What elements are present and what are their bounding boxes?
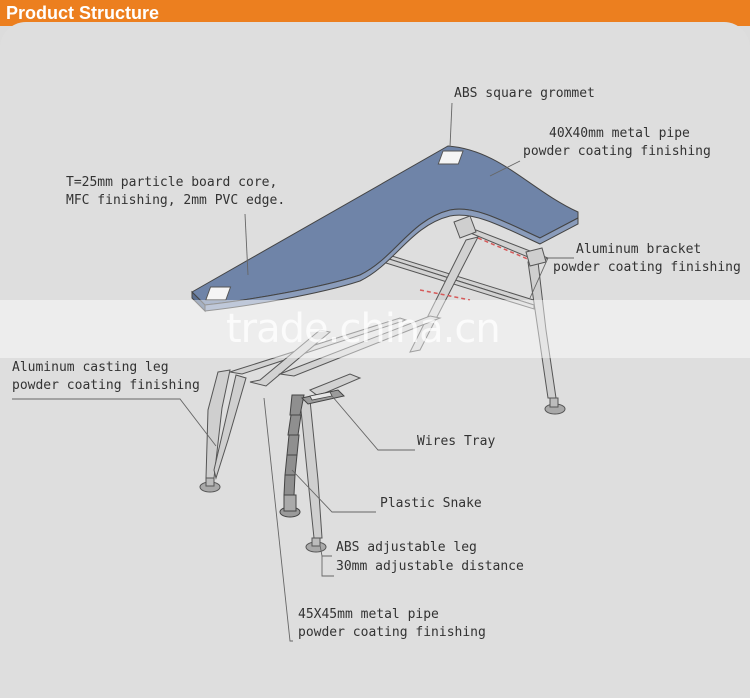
label-leg-line1: Aluminum casting leg bbox=[12, 360, 169, 375]
watermark-text: trade.china.cn bbox=[226, 306, 501, 352]
leader-lines bbox=[12, 102, 574, 642]
center-guide-line bbox=[419, 289, 471, 301]
label-bracket-line2: powder coating finishing bbox=[553, 260, 741, 275]
label-adjustable-line1: ABS adjustable leg bbox=[336, 540, 477, 555]
diagram-panel bbox=[0, 22, 750, 698]
label-bottom-pipe-line2: powder coating finishing bbox=[298, 625, 486, 640]
label-plastic-snake: Plastic Snake bbox=[380, 496, 482, 511]
center-guide-line bbox=[477, 237, 531, 261]
label-bracket-line1: Aluminum bracket bbox=[576, 242, 702, 257]
plastic-snake bbox=[279, 394, 305, 518]
label-bottom-pipe-line1: 45X45mm metal pipe bbox=[298, 607, 439, 622]
wires-tray bbox=[301, 389, 345, 405]
label-board-line1: T=25mm particle board core, bbox=[66, 175, 278, 190]
metal-frame bbox=[229, 229, 550, 397]
label-leg-line2: powder coating finishing bbox=[12, 378, 200, 393]
label-adjustable-line2: 30mm adjustable distance bbox=[336, 559, 524, 574]
watermark-band bbox=[0, 300, 750, 358]
tabletop bbox=[191, 145, 579, 313]
label-grommet: ABS square grommet bbox=[454, 86, 595, 101]
grommet-icon bbox=[205, 286, 232, 301]
label-top-pipe-line2: powder coating finishing bbox=[523, 144, 711, 159]
label-wires-tray: Wires Tray bbox=[417, 434, 496, 449]
grommet-icon bbox=[437, 150, 464, 165]
section-title: Product Structure bbox=[6, 3, 160, 23]
label-top-pipe-line1: 40X40mm metal pipe bbox=[549, 126, 690, 141]
header-bar: Product Structure bbox=[0, 0, 750, 26]
label-board-line2: MFC finishing, 2mm PVC edge. bbox=[66, 193, 286, 208]
desk-legs bbox=[199, 215, 566, 553]
